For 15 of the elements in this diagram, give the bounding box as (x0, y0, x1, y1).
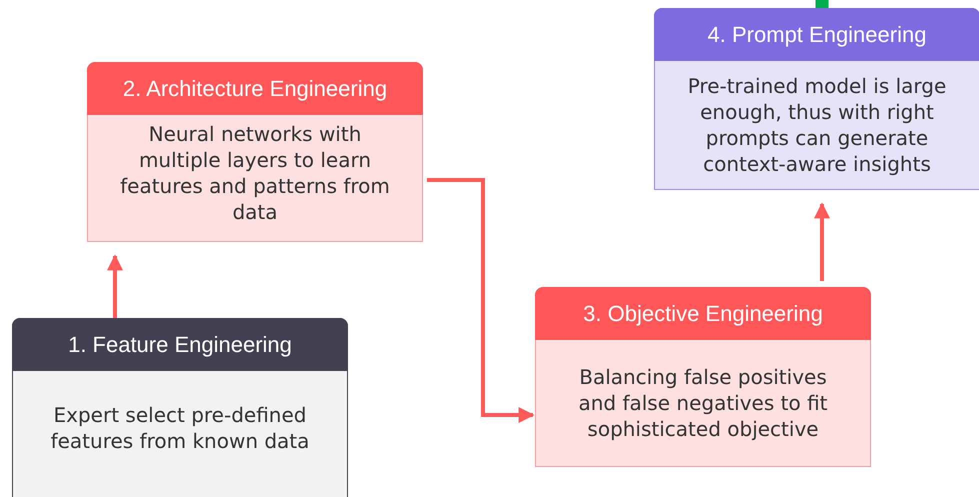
arrow (107, 254, 123, 318)
arrow (814, 202, 830, 281)
card-description: Balancing false positives and false negatives to fit sophisticated objective (577, 364, 829, 442)
process-card (87, 62, 423, 242)
card-heading: 2. Architecture Engineering (122, 76, 388, 102)
card-description: Neural networks with multiple layers to learn features and patterns from data (119, 121, 391, 225)
card-description: Pre-trained model is large enough, thus with right prompts can generate context-aware insights (686, 73, 948, 177)
process-card (654, 8, 979, 190)
arrow (427, 178, 535, 423)
card-description: Expert select pre-defined features from known data (50, 402, 310, 454)
process-card (535, 287, 871, 467)
card-heading: 1. Feature Engineering (68, 332, 292, 358)
card-heading: 4. Prompt Engineering (708, 22, 926, 48)
process-card (12, 318, 348, 497)
card-heading: 3. Objective Engineering (583, 300, 823, 326)
